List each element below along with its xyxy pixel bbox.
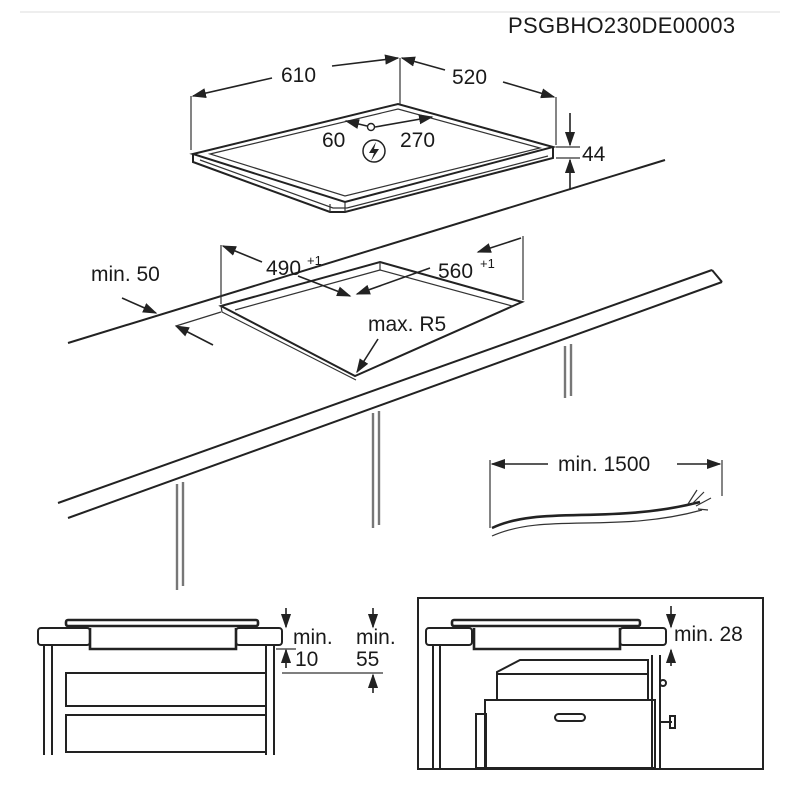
power-cable: min. 1500: [489, 453, 723, 537]
cutout-depth-tolerance: +1: [480, 256, 495, 271]
drawer-clearance-b-line2: 55: [356, 648, 379, 671]
hob-height-label: 44: [582, 143, 606, 166]
dimension-front-clearance: min. 50: [91, 263, 222, 346]
cutout-width-tolerance: +1: [307, 253, 322, 268]
connection-point: 60 270: [322, 114, 435, 163]
section-oven-cabinet: min. 28: [417, 597, 764, 770]
dimension-hob-depth: 520: [400, 56, 557, 145]
front-clearance-label: min. 50: [91, 263, 160, 286]
oven-clearance-label: min. 28: [674, 623, 743, 646]
drawer-clearance-a-line2: 10: [295, 648, 318, 671]
drawer-clearance-b-line1: min.: [356, 626, 396, 649]
hob-depth-label: 520: [452, 66, 487, 89]
dimension-hob-width: 610: [190, 54, 401, 150]
hob-drawing: [189, 102, 557, 213]
connection-right-label: 270: [400, 129, 435, 152]
product-code: PSGBHO230DE00003: [508, 13, 735, 38]
cutout-depth-label: 560: [438, 260, 473, 283]
dimension-hob-height: 44: [556, 113, 606, 190]
drawer-clearance-a-line1: min.: [293, 626, 333, 649]
worktop: [57, 159, 723, 519]
section-drawer-cabinet: min. 10 min. 55: [37, 608, 396, 755]
connection-left-label: 60: [322, 129, 345, 152]
dimension-cutout-depth: 560 +1: [355, 236, 524, 300]
hob-width-label: 610: [281, 64, 316, 87]
dimension-cutout-width: 490 +1: [220, 245, 352, 304]
corner-radius-label: max. R5: [368, 313, 446, 336]
cabinet-sides: [175, 344, 573, 590]
lightning-bolt-icon: [362, 139, 386, 163]
worktop-cutout: [218, 260, 525, 381]
dimension-corner-radius: max. R5: [356, 313, 446, 374]
cutout-width-label: 490: [266, 257, 301, 280]
cable-length-label: min. 1500: [558, 453, 650, 476]
